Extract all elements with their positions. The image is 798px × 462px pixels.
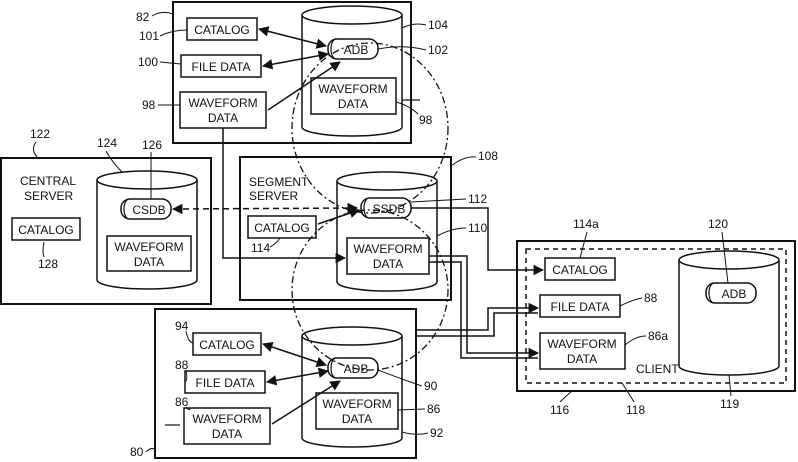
server-bottom-waveform-ref: 86 [175, 395, 189, 409]
client-adb-ref: 120 [708, 217, 728, 231]
segment-server-ssdb-label: SSDB [373, 202, 406, 216]
connector-bottom-filedata-client-2 [416, 313, 538, 336]
server-top-adb-ref: 102 [428, 43, 448, 57]
server-top-database [302, 6, 402, 136]
server-top-waveform-line2: DATA [208, 111, 238, 125]
central-server-csdb-label: CSDB [132, 203, 165, 217]
client: CATALOG FILE DATA WAVEFORM DATA CLIENT A… [517, 217, 795, 417]
segment-server-ref: 108 [478, 149, 498, 163]
server-bottom-catalog-label: CATALOG [199, 338, 255, 352]
central-server-catalog-ref: 128 [38, 257, 58, 271]
server-bottom-file-data-label: FILE DATA [196, 376, 255, 390]
client-file-data-label: FILE DATA [551, 300, 610, 314]
client-file-data-ref: 88 [644, 291, 658, 305]
server-bottom-catalog-ref: 94 [175, 319, 189, 333]
server-bottom-waveform-line2: DATA [212, 427, 242, 441]
central-server-waveform-line1: WAVEFORM [114, 240, 183, 254]
segment-server-catalog-label: CATALOG [254, 221, 310, 235]
client-inner-ref: 118 [626, 403, 645, 417]
server-top: CATALOG FILE DATA WAVEFORM DATA ADB WAVE… [136, 2, 448, 143]
server-bottom-db-waveform-line2: DATA [342, 412, 372, 426]
central-server: CENTRAL SERVER CATALOG CSDB WAVEFORM DAT… [1, 127, 211, 304]
client-waveform-ref: 86a [648, 329, 668, 343]
server-top-db-waveform-ref: 98 [419, 113, 433, 127]
central-server-csdb: CSDB [121, 199, 171, 219]
server-bottom-db-waveform-ref: 86 [427, 402, 441, 416]
connector-csdb-ssdb [173, 208, 357, 209]
server-bottom-db-waveform-line1: WAVEFORM [322, 397, 391, 411]
server-top-catalog-label: CATALOG [194, 23, 250, 37]
server-top-db-ref: 104 [428, 18, 448, 32]
central-server-db-ref: 124 [97, 136, 117, 150]
segment-server-label-line2: SERVER [249, 189, 298, 203]
server-bottom-adb-ref: 90 [424, 379, 438, 393]
segment-server-waveform-line2: DATA [373, 257, 403, 271]
server-top-db-waveform-line1: WAVEFORM [318, 82, 387, 96]
server-bottom: CATALOG FILE DATA WAVEFORM DATA ADB WAVE… [130, 309, 444, 459]
server-top-ref: 82 [136, 10, 150, 24]
server-top-db-waveform-line2: DATA [338, 97, 368, 111]
server-bottom-file-data-ref: 88 [175, 358, 189, 372]
client-label: CLIENT [636, 362, 679, 376]
server-top-waveform-line1: WAVEFORM [188, 96, 257, 110]
server-top-file-data-ref: 100 [138, 55, 158, 69]
segment-server-label-line1: SEGMENT [249, 175, 309, 189]
client-waveform-line2: DATA [567, 352, 597, 366]
server-top-adb: ADB [328, 39, 378, 59]
segment-server-waveform-line1: WAVEFORM [353, 242, 422, 256]
server-bottom-db-ref: 92 [430, 426, 444, 440]
client-adb: ADB [706, 283, 756, 303]
server-top-waveform-ref: 98 [142, 98, 156, 112]
central-server-csdb-ref: 126 [142, 138, 162, 152]
central-server-ref: 122 [30, 127, 50, 141]
server-bottom-waveform-line1: WAVEFORM [192, 412, 261, 426]
client-catalog-ref: 114a [573, 217, 599, 231]
client-db-ref: 119 [720, 397, 739, 411]
central-server-label-line1: CENTRAL [20, 174, 76, 188]
client-catalog-label: CATALOG [552, 263, 608, 277]
server-bottom-ref: 80 [130, 445, 144, 459]
server-top-catalog-ref: 101 [139, 29, 159, 43]
central-server-label-line2: SERVER [24, 189, 73, 203]
segment-server-ssdb-ref: 112 [468, 192, 487, 206]
central-server-catalog-label: CATALOG [18, 223, 74, 237]
central-server-waveform-line2: DATA [134, 255, 164, 269]
client-waveform-line1: WAVEFORM [547, 337, 616, 351]
server-top-file-data-label: FILE DATA [192, 60, 251, 74]
segment-server: SEGMENT SERVER CATALOG SSDB WAVEFORM DAT… [240, 149, 498, 300]
segment-server-ssdb: SSDB [361, 198, 411, 218]
segment-server-db-ref: 110 [468, 221, 487, 235]
client-database [679, 251, 779, 375]
client-outer-ref: 116 [550, 403, 569, 417]
server-top-adb-label: ADB [344, 43, 369, 57]
connector-bottom-filedata-client [416, 308, 538, 330]
segment-server-catalog-ref: 114 [251, 241, 270, 255]
client-adb-label: ADB [722, 287, 747, 301]
